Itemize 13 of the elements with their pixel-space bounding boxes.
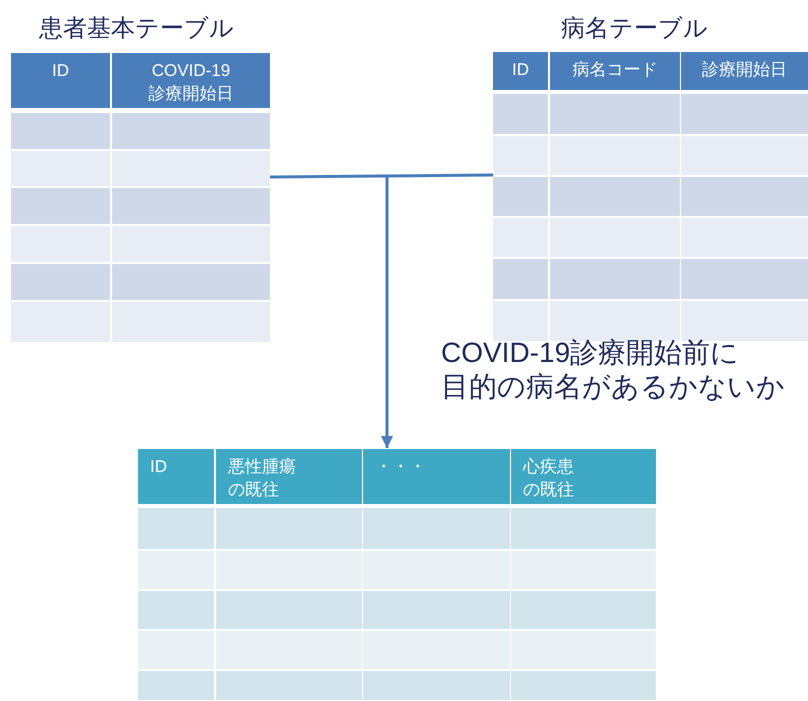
header-cell: 病名コード	[550, 52, 680, 90]
table-title: 患者基本テーブル	[39, 14, 234, 44]
connector-arrow	[381, 174, 494, 448]
note-text: COVID-19診療開始前に目的の病名があるかないか	[441, 336, 786, 404]
header-cell: ・・・	[363, 449, 510, 504]
header-cell: ID	[493, 52, 548, 90]
header-cell: COVID-19診療開始日	[112, 53, 270, 108]
header-cell: 悪性腫瘍の既往	[216, 449, 362, 504]
header-cell: 心疾患の既往	[511, 449, 656, 504]
header-cell: 診療開始日	[681, 52, 808, 90]
header-cell: ID	[11, 53, 110, 108]
table-title: 病名テーブル	[561, 14, 708, 44]
header-cell: ID	[138, 449, 214, 504]
